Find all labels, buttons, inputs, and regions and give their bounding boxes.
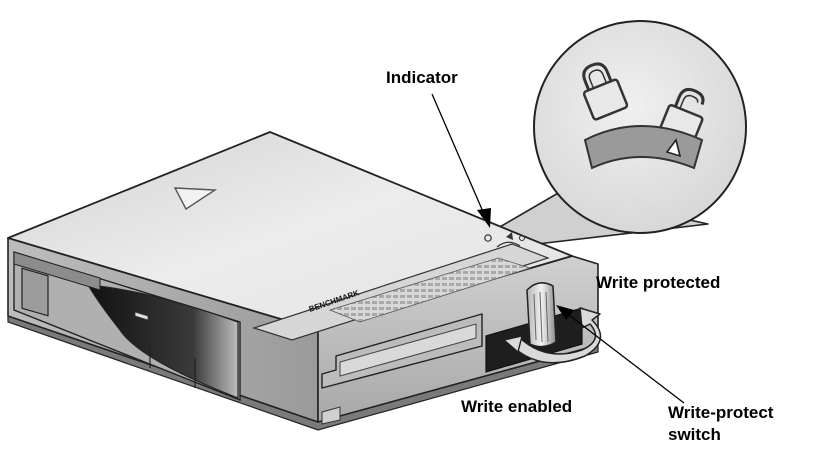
write-enabled-label: Write enabled xyxy=(461,397,573,416)
label-grip-pattern xyxy=(328,257,532,323)
indicator-arc xyxy=(583,125,704,170)
write-protected-label: Write protected xyxy=(596,273,721,292)
write-protect-switch-label-line1: Write-protect xyxy=(668,403,774,422)
magnifier-callout xyxy=(497,20,747,247)
indicator-leader-line xyxy=(431,93,485,215)
door-latch xyxy=(21,267,49,317)
locked-padlock-icon xyxy=(582,62,629,121)
write-protect-switch[interactable] xyxy=(526,282,557,348)
indicator-label: Indicator xyxy=(386,68,458,87)
indicator-marks xyxy=(484,232,526,248)
indicator-arrowhead xyxy=(477,208,491,228)
rotate-arrow-icon xyxy=(509,307,602,364)
switch-leader-line xyxy=(564,311,685,404)
tape-reel-shadow xyxy=(86,284,239,399)
indicator-triangle-icon xyxy=(665,138,682,158)
write-protect-switch-label: Write-protect switch xyxy=(668,402,773,446)
leader-lines xyxy=(431,93,685,404)
direction-arrow-icon xyxy=(173,187,218,211)
switch-arrowhead xyxy=(556,305,574,320)
write-protect-switch-label-line2: switch xyxy=(668,425,721,444)
front-slot-inner xyxy=(339,323,477,377)
tape-cartridge: BENCHMARK xyxy=(7,131,602,431)
rotate-arrow-tail xyxy=(502,335,523,354)
door-ledge xyxy=(13,251,101,291)
